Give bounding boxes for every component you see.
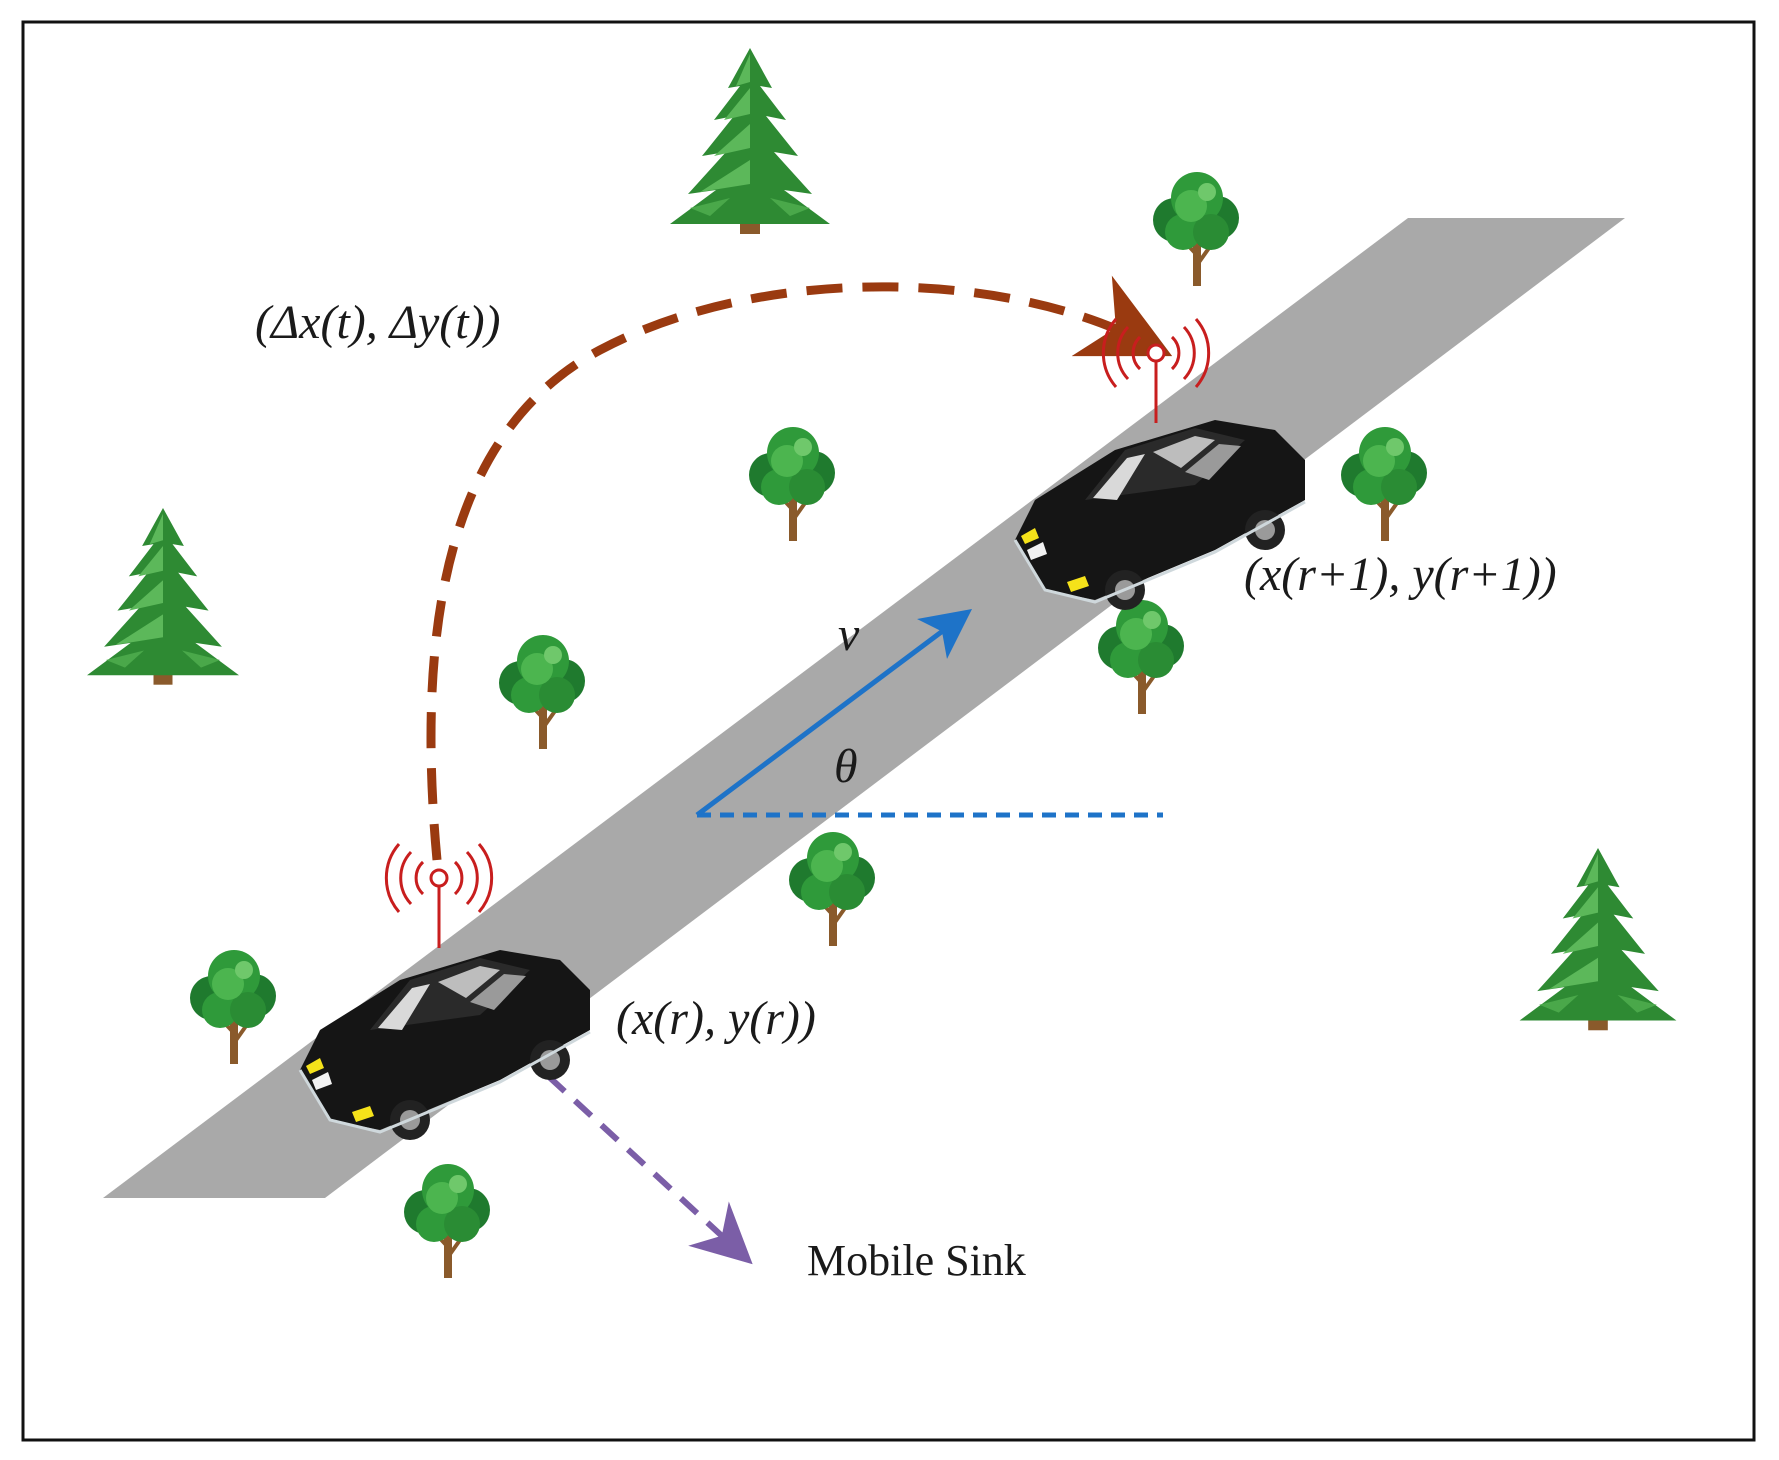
next-position-label: (x(r+1), y(r+1)) xyxy=(1244,548,1557,601)
angle-label: θ xyxy=(834,740,858,793)
mobile-sink-arrow xyxy=(519,1049,753,1265)
current-position-label: (x(r), y(r)) xyxy=(616,992,816,1045)
trajectory-arc xyxy=(426,275,1173,861)
mobile-sink-label: Mobile Sink xyxy=(807,1236,1026,1285)
velocity-label: v xyxy=(838,608,860,661)
velocity-arrow xyxy=(695,609,973,818)
delta-position-label: (Δx(t), Δy(t)) xyxy=(255,296,501,349)
